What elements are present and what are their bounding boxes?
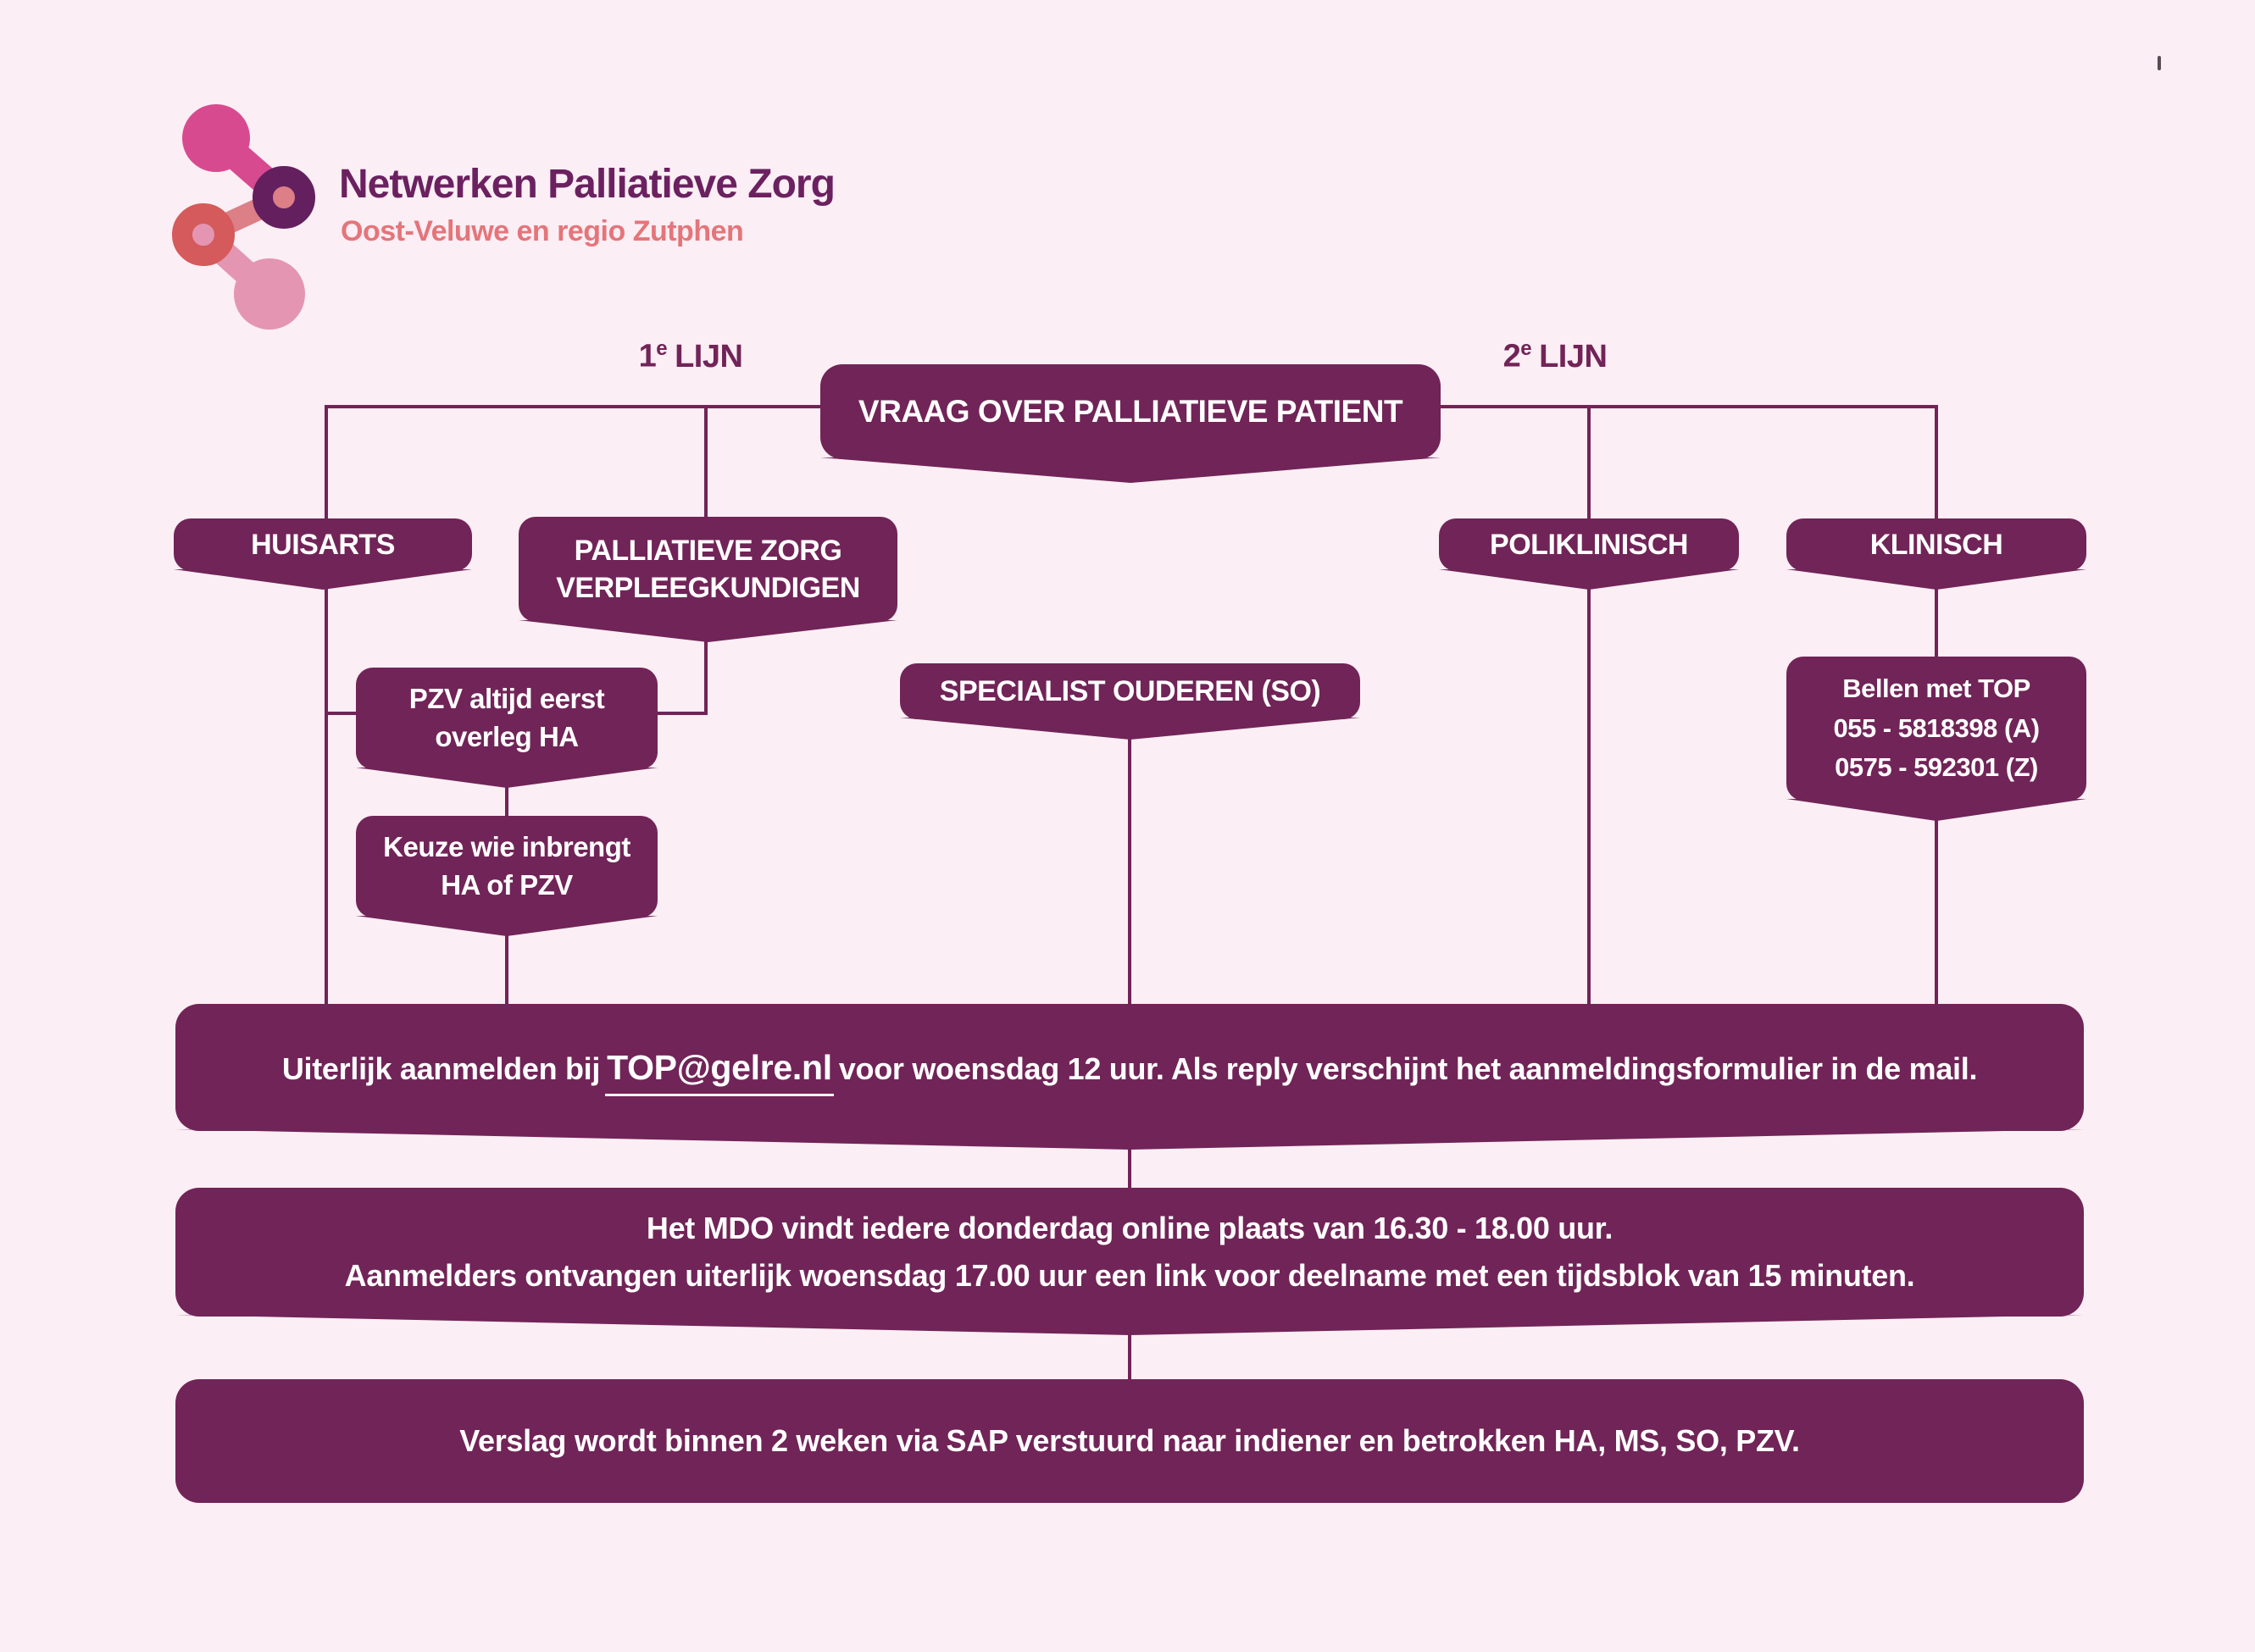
node-label-line: overleg HA [435,721,579,752]
connector-huisarts-vertical [325,405,328,1008]
chevron-tail [1786,569,2086,590]
brand-title: Netwerken Palliatieve Zorg [339,162,836,207]
chevron-tail [356,916,658,936]
lane-label-first-line: 1e LIJN [597,337,784,375]
connector-poliklinisch-vertical [1587,405,1591,1008]
chevron-tail [519,620,897,642]
node-palliatieve-zorg-verpleegkundigen: PALLIATIEVE ZORG VERPLEEGKUNDIGEN [519,517,897,642]
chevron-tail [1786,799,2086,821]
lane-word: LIJN [675,338,743,374]
banner-mdo-planning: Het MDO vindt iedere donderdag online pl… [175,1188,2084,1335]
banner-text-line: Aanmelders ontvangen uiterlijk woensdag … [344,1258,1915,1293]
node-label-line: Keuze wie inbrengt [383,831,630,863]
email-link-top-gelre[interactable]: TOP@gelre.nl [605,1047,834,1096]
node-poliklinisch: POLIKLINISCH [1439,518,1739,590]
node-huisarts: HUISARTS [174,518,472,590]
node-label: KLINISCH [1869,528,2003,561]
node-klinisch: KLINISCH [1786,518,2086,590]
node-label: SPECIALIST OUDEREN (SO) [939,674,1321,707]
node-label: HUISARTS [251,528,395,561]
chevron-tail [174,569,472,590]
banner-text-prefix: Uiterlijk aanmelden bij [281,1051,601,1086]
connector-specialist-vertical [1128,720,1131,1008]
node-bellen-met-top: Bellen met TOP 055 - 5818398 (A) 0575 - … [1786,657,2086,821]
chevron-tail [900,718,1360,740]
node-label-line: HA of PZV [441,869,573,901]
chevron-tail [356,768,658,788]
lane-sup: e [656,337,668,360]
phone-number-zutphen: 0575 - 592301 (Z) [1835,752,2038,783]
chevron-tail [1439,569,1739,590]
node-keuze-wie-inbrengt: Keuze wie inbrengt HA of PZV [356,816,658,936]
node-label-line: PZV altijd eerst [408,683,605,715]
chevron-tail [175,1129,2084,1150]
node-specialist-ouderen: SPECIALIST OUDEREN (SO) [900,663,1360,740]
node-label: POLIKLINISCH [1490,528,1688,561]
brand-subtitle: Oost-Veluwe en regio Zutphen [341,215,744,247]
banner-text-suffix: voor woensdag 12 uur. Als reply verschij… [838,1051,1978,1086]
node-label-line: Bellen met TOP [1842,674,2030,704]
lane-number: 2 [1502,338,1521,374]
node-pzv-altijd-eerst-overleg-ha: PZV altijd eerst overleg HA [356,668,658,788]
banner-text-line: Het MDO vindt iedere donderdag online pl… [646,1211,1613,1246]
banner-text: Verslag wordt binnen 2 weken via SAP ver… [459,1423,1800,1458]
lane-label-second-line: 2e LIJN [1462,337,1648,375]
node-label: VRAAG OVER PALLIATIEVE PATIENT [858,394,1403,429]
node-label-line: VERPLEEGKUNDIGEN [556,572,860,604]
lane-number: 1 [638,338,657,374]
node-label-line: PALLIATIEVE ZORG [574,534,842,567]
chevron-tail [820,457,1441,483]
connector-banner2-banner3 [1128,1328,1131,1383]
stray-mark [2158,56,2161,70]
lane-word: LIJN [1539,338,1608,374]
banner-verslag: Verslag wordt binnen 2 weken via SAP ver… [175,1379,2084,1503]
connector-banner1-banner2 [1128,1139,1131,1192]
phone-number-apeldoorn: 055 - 5818398 (A) [1833,712,2040,743]
lane-sup: e [1520,337,1532,360]
network-logo-icon [172,104,315,330]
node-vraag-over-palliatieve-patient: VRAAG OVER PALLIATIEVE PATIENT [820,364,1441,483]
chevron-tail [175,1315,2084,1335]
